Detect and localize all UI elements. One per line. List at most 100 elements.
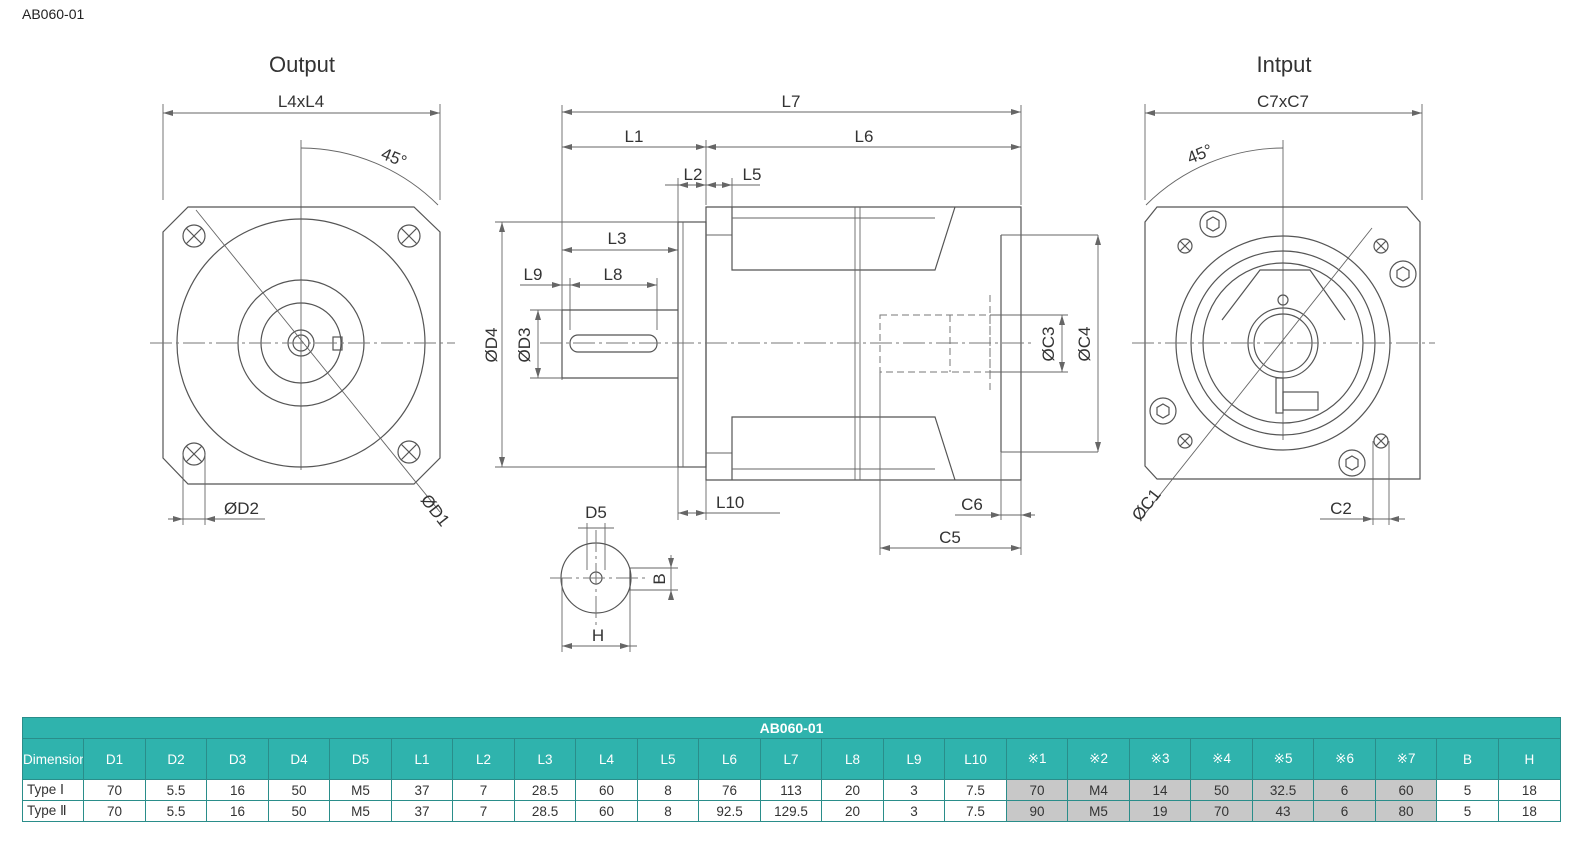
table-cell: M5 [329, 800, 392, 822]
dim-l4xl4: L4xL4 [278, 92, 324, 111]
input-view: Intput C7xC7 45° [1128, 52, 1435, 525]
table-cell: M5 [1067, 800, 1130, 822]
table-header-cell: D3 [206, 738, 269, 780]
table-cell: 19 [1128, 800, 1192, 822]
table-cell: 50 [267, 800, 331, 822]
table-cell: M5 [329, 779, 392, 801]
table-header-cell: ※3 [1128, 738, 1192, 780]
input-title: Intput [1256, 52, 1311, 77]
table-cell: 28.5 [513, 779, 577, 801]
table-cell: 7.5 [944, 779, 1007, 801]
table-header-cell: Dimension [21, 738, 85, 780]
table-cell: 20 [821, 800, 884, 822]
table-header-cell: D1 [83, 738, 146, 780]
dim-l10: L10 [716, 493, 744, 512]
table-header-cell: L1 [390, 738, 454, 780]
table-cell: 8 [636, 779, 700, 801]
table-cell: 76 [698, 779, 761, 801]
table-cell: 60 [575, 800, 638, 822]
table-cell: 43 [1251, 800, 1315, 822]
dim-b: B [650, 573, 669, 584]
table-cell: 50 [267, 779, 331, 801]
table-header-cell: ※6 [1313, 738, 1376, 780]
table-cell: 20 [821, 779, 884, 801]
table-header-cell: ※4 [1190, 738, 1253, 780]
angle-in: 45° [1184, 140, 1215, 167]
table-cell: M4 [1067, 779, 1130, 801]
table-cell: 60 [1374, 779, 1438, 801]
table-header-cell: H [1497, 738, 1562, 780]
table-cell: 8 [636, 800, 700, 822]
table-cell: 7 [452, 779, 515, 801]
table-header-cell: D2 [144, 738, 208, 780]
dim-d3: ØD3 [515, 328, 534, 363]
table-cell: 28.5 [513, 800, 577, 822]
table-cell: 5 [1436, 800, 1499, 822]
table-cell: 16 [206, 779, 269, 801]
dim-c1: ØC1 [1128, 485, 1165, 524]
model-label: AB060-01 [22, 6, 85, 22]
table-cell: 32.5 [1251, 779, 1315, 801]
table-cell: 3 [882, 779, 946, 801]
table-cell: 18 [1497, 800, 1562, 822]
table-header-cell: ※1 [1005, 738, 1069, 780]
table-cell: 5 [1436, 779, 1499, 801]
table-cell: 7 [452, 800, 515, 822]
table-cell: 3 [882, 800, 946, 822]
dim-d2: ØD2 [224, 499, 259, 518]
dim-c2: C2 [1330, 499, 1352, 518]
table-header-cell: L10 [944, 738, 1007, 780]
table-cell: 129.5 [759, 800, 823, 822]
table-header-cell: L6 [698, 738, 761, 780]
table-cell: 70 [83, 779, 146, 801]
table-header-cell: L9 [882, 738, 946, 780]
table-header-cell: L2 [452, 738, 515, 780]
table-cell: 16 [206, 800, 269, 822]
dim-d1: ØD1 [417, 491, 454, 530]
table-cell: 70 [1005, 779, 1069, 801]
dim-l8: L8 [604, 265, 623, 284]
table-header-cell: ※2 [1067, 738, 1130, 780]
table-header-cell: L3 [513, 738, 577, 780]
table-cell: 5.5 [144, 779, 208, 801]
table-header-cell: ※7 [1374, 738, 1438, 780]
table-cell: 37 [390, 779, 454, 801]
table-cell: 70 [83, 800, 146, 822]
table-cell: 37 [390, 800, 454, 822]
dim-l7: L7 [782, 92, 801, 111]
table-cell: 113 [759, 779, 823, 801]
table-cell: Type Ⅱ [21, 800, 85, 822]
table-cell: 6 [1313, 800, 1376, 822]
table-title: AB060-01 [22, 717, 1561, 739]
table-cell: 6 [1313, 779, 1376, 801]
output-view: Output L4xL4 45° ØD1 [150, 52, 455, 530]
table-cell: 80 [1374, 800, 1438, 822]
table-cell: Type Ⅰ [21, 779, 85, 801]
output-title: Output [269, 52, 335, 77]
dim-d4: ØD4 [482, 328, 501, 363]
dim-l1: L1 [625, 127, 644, 146]
table-header-cell: L5 [636, 738, 700, 780]
dim-l2: L2 [684, 165, 703, 184]
dim-c4: ØC4 [1075, 327, 1094, 362]
dim-c6: C6 [961, 495, 983, 514]
table-cell: 60 [575, 779, 638, 801]
table-cell: 70 [1190, 800, 1253, 822]
table-header-cell: L8 [821, 738, 884, 780]
table-cell: 90 [1005, 800, 1069, 822]
dim-c5: C5 [939, 528, 961, 547]
dim-d5: D5 [585, 503, 607, 522]
table-cell: 7.5 [944, 800, 1007, 822]
side-view: L7 L1 L6 L2 L5 L3 L9 L8 [482, 92, 1101, 555]
dim-c3: ØC3 [1039, 327, 1058, 362]
technical-drawing: Output L4xL4 45° ØD1 [150, 52, 1435, 652]
dim-c7xc7: C7xC7 [1257, 92, 1309, 111]
table-cell: 18 [1497, 779, 1562, 801]
table-header-cell: L7 [759, 738, 823, 780]
table-header-cell: L4 [575, 738, 638, 780]
table-cell: 14 [1128, 779, 1192, 801]
